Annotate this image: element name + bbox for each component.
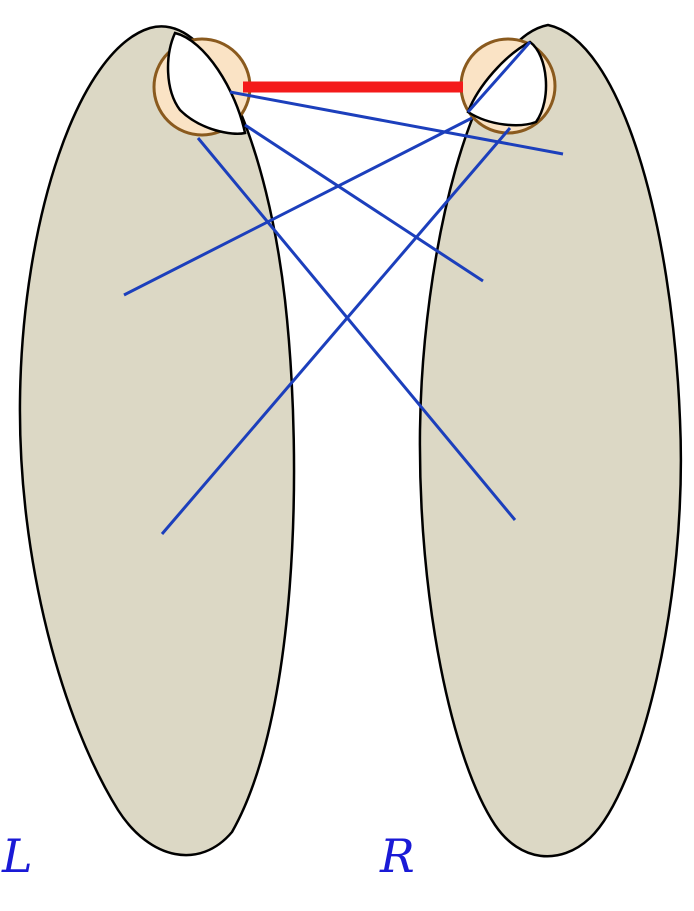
left-inner-region: [166, 31, 247, 135]
crossing-edge-2: [244, 123, 484, 283]
crossing-edges: [123, 41, 564, 535]
crossing-edge-4: [123, 116, 473, 297]
left-set-label: L: [1, 829, 33, 883]
left-set-region: [18, 25, 296, 857]
right-set-region: [418, 23, 683, 858]
crossing-edge-5: [160, 127, 512, 535]
crossing-edge-1: [229, 90, 564, 156]
right-inner-region: [466, 40, 548, 127]
crossing-edge-3: [196, 137, 517, 521]
right-set-label: R: [379, 829, 415, 883]
crossing-edge-6: [466, 41, 532, 113]
